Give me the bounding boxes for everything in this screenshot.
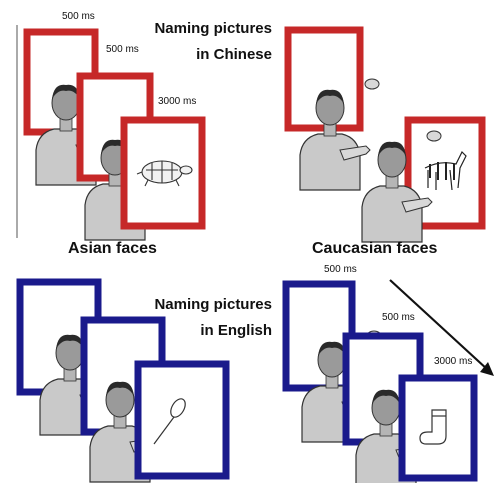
timing-label-3: 3000 ms bbox=[158, 96, 196, 107]
timing-label-1: 500 ms bbox=[62, 11, 95, 22]
heading-chinese: Naming pictures in Chinese bbox=[154, 16, 272, 68]
heading-english-line-2: in English bbox=[154, 318, 272, 344]
caption-asian-faces: Asian faces bbox=[68, 240, 157, 258]
caption-caucasian-faces: Caucasian faces bbox=[312, 240, 437, 258]
timing-label-5: 500 ms bbox=[382, 312, 415, 323]
heading-english-line-1: Naming pictures bbox=[154, 292, 272, 318]
heading-chinese-line-2: in Chinese bbox=[154, 42, 272, 68]
timing-label-4: 500 ms bbox=[324, 264, 357, 275]
bottom-right-frame-3 bbox=[402, 378, 474, 478]
timing-label-6: 3000 ms bbox=[434, 356, 472, 367]
bottom-left-frame-3 bbox=[138, 364, 226, 476]
heading-english: Naming pictures in English bbox=[154, 292, 272, 344]
heading-chinese-line-1: Naming pictures bbox=[154, 16, 272, 42]
timing-label-2: 500 ms bbox=[106, 44, 139, 55]
